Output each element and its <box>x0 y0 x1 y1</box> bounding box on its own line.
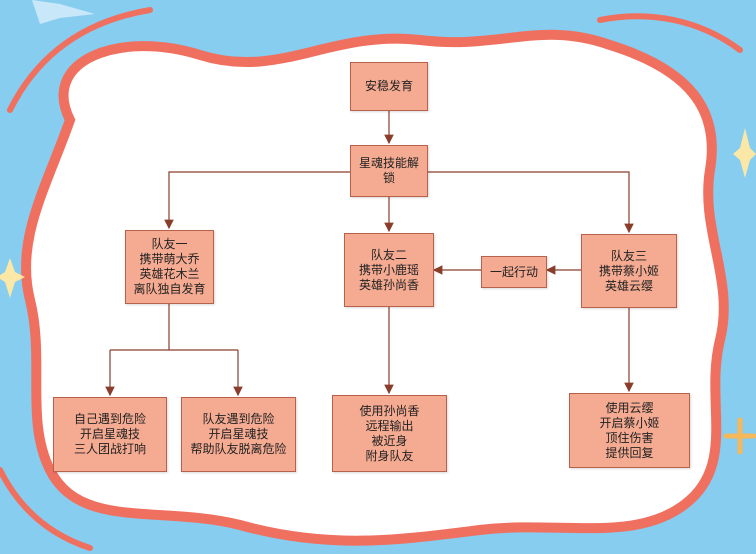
sparkle-icon <box>733 128 756 178</box>
node-text-line: 携带小鹿瑶 <box>358 262 419 277</box>
node-text-line: 英雄云缨 <box>604 278 653 293</box>
decor-arc-top-right <box>597 13 743 53</box>
node-teammate1[interactable]: 队友一携带萌大乔英雄花木兰离队独自发育 <box>125 230 214 304</box>
node-text-line: 顶住伤害 <box>605 430 654 445</box>
decor-arc-top-left <box>7 7 153 113</box>
node-text-line: 帮助队友脱离危险 <box>190 442 287 456</box>
node-text-line: 开启蔡小姬 <box>599 415 660 430</box>
node-text-line: 使用云缨 <box>605 400 654 415</box>
node-text-line: 携带蔡小姬 <box>598 263 659 278</box>
node-text-line: 星魂技能解 <box>358 156 419 170</box>
node-together[interactable]: 一起行动 <box>481 256 547 288</box>
node-use-sunshangxiang[interactable]: 使用孙尚香远程输出被近身附身队友 <box>332 395 447 472</box>
node-text-line: 使用孙尚香 <box>359 403 420 418</box>
plus-icon <box>723 417 756 455</box>
node-text-line: 自己遇到危险 <box>73 412 146 426</box>
node-text-line: 英雄孙尚香 <box>358 277 419 292</box>
node-ally-danger[interactable]: 队友遇到危险开启星魂技帮助队友脱离危险 <box>181 397 296 472</box>
node-use-yunying[interactable]: 使用云缨开启蔡小姬顶住伤害提供回复 <box>569 393 690 468</box>
node-text-line: 提供回复 <box>605 445 654 460</box>
sparkle-icon <box>0 258 25 298</box>
node-text-line: 附身队友 <box>365 448 414 463</box>
decor-arc-bottom-left <box>0 467 93 551</box>
node-text-line: 携带萌大乔 <box>139 252 200 266</box>
node-self-danger[interactable]: 自己遇到危险开启星魂技三人团战打响 <box>53 397 167 472</box>
node-text-line: 远程输出 <box>365 418 414 433</box>
node-text-line: 队友遇到危险 <box>202 412 275 426</box>
node-text-line: 被近身 <box>371 433 408 448</box>
node-unlock[interactable]: 星魂技能解锁 <box>350 145 428 197</box>
node-text-line: 安稳发育 <box>364 79 413 93</box>
node-text-line: 开启星魂技 <box>79 427 140 441</box>
node-text-line: 锁 <box>382 171 395 185</box>
node-text-line: 英雄花木兰 <box>139 267 200 281</box>
node-teammate3[interactable]: 队友三携带蔡小姬英雄云缨 <box>581 234 677 308</box>
node-text-line: 队友一 <box>151 237 188 251</box>
node-text-line: 一起行动 <box>489 264 538 279</box>
sparkle-icon <box>32 0 95 24</box>
node-text-line: 离队独自发育 <box>133 282 206 296</box>
node-teammate2[interactable]: 队友二携带小鹿瑶英雄孙尚香 <box>344 233 434 307</box>
node-text-line: 队友二 <box>370 247 407 262</box>
node-root[interactable]: 安稳发育 <box>350 62 428 111</box>
node-text-line: 开启星魂技 <box>208 427 269 441</box>
node-text-line: 三人团战打响 <box>73 442 146 456</box>
node-text-line: 队友三 <box>610 248 647 263</box>
